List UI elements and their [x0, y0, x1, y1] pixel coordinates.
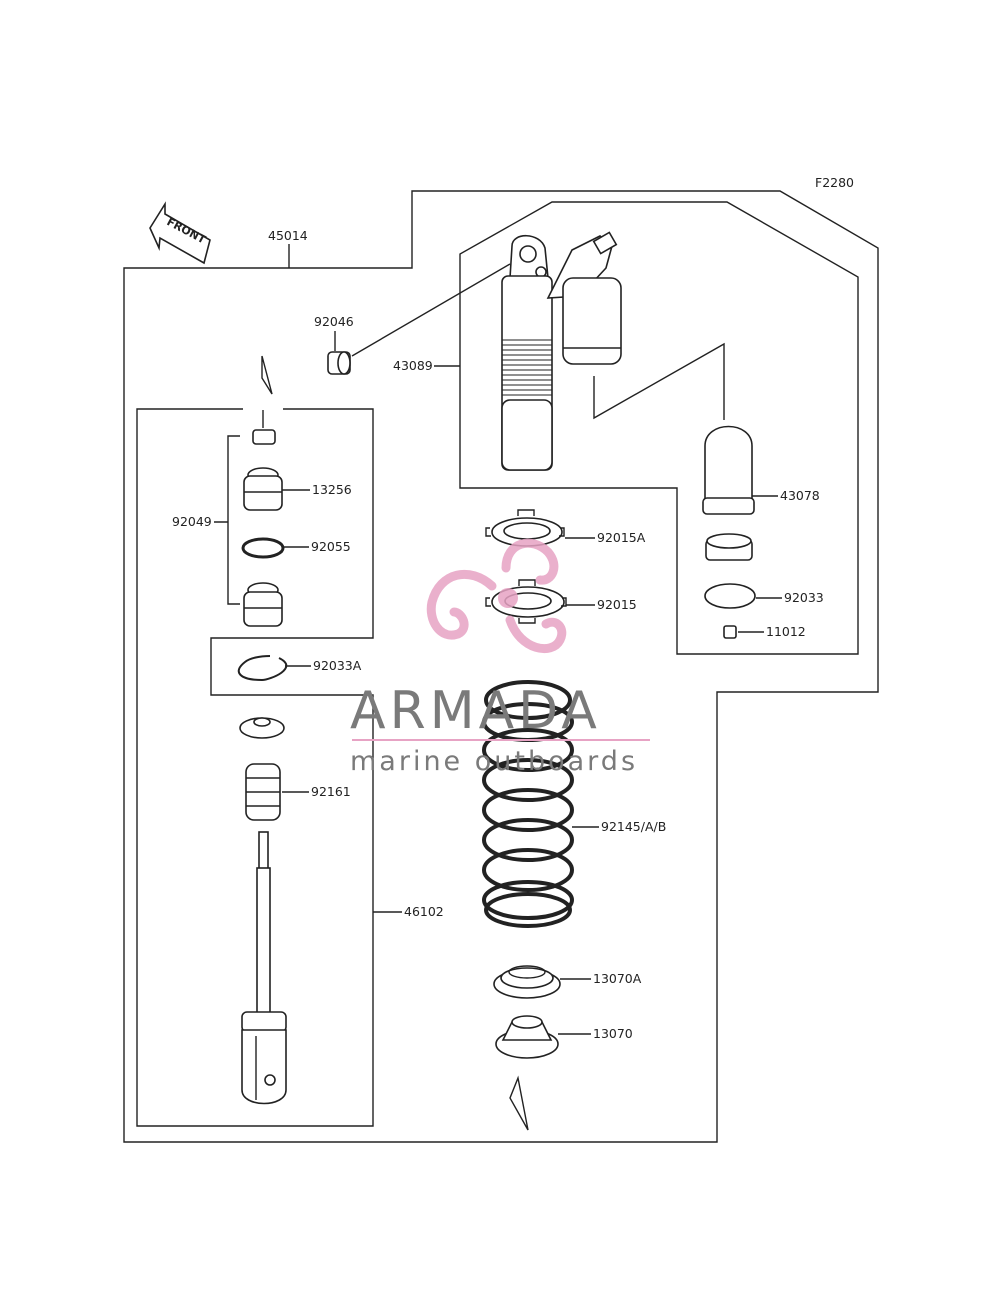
bump-stopper-13256 [243, 467, 283, 511]
figure-code: F2280 [815, 175, 854, 190]
spring-seat-13070A [493, 965, 561, 999]
o-ring-92055 [241, 537, 285, 559]
label-46102: 46102 [404, 904, 444, 919]
armada-logo-icon [426, 538, 567, 654]
bump-rubber-92161 [245, 763, 281, 821]
label-92161: 92161 [311, 784, 351, 799]
locknut [252, 429, 276, 445]
label-45014: 45014 [268, 228, 308, 243]
ring-92033 [704, 583, 756, 609]
assembly-outline-45014 [123, 190, 879, 1143]
label-13256: 13256 [312, 482, 352, 497]
reservoir-cap-43078 [702, 425, 755, 515]
seal-holder [243, 582, 283, 627]
watermark-brand: ARMADA [350, 681, 601, 741]
cap-nut [705, 533, 753, 561]
spring-seat-13070 [495, 1015, 559, 1059]
label-13070: 13070 [593, 1026, 633, 1041]
label-92033A: 92033A [313, 658, 362, 673]
coil-spring-92145 [482, 680, 574, 928]
label-92046: 92046 [314, 314, 354, 329]
label-92033: 92033 [784, 590, 824, 605]
assembly-outline-43089 [459, 201, 859, 655]
label-92055: 92055 [311, 539, 351, 554]
label-13070A: 13070A [593, 971, 642, 986]
watermark-tagline: marine outboards [350, 746, 638, 777]
assembly-outline-46102 [136, 408, 374, 1127]
label-92049: 92049 [172, 514, 212, 529]
shock-body-43089 [501, 231, 622, 471]
washer [239, 717, 285, 739]
piston-rod-46102 [241, 831, 287, 1105]
adjuster-nut-92015 [485, 579, 567, 624]
label-92015A: 92015A [597, 530, 646, 545]
label-43078: 43078 [780, 488, 820, 503]
front-arrow-icon: FRONT [149, 201, 211, 265]
label-43089: 43089 [393, 358, 433, 373]
label-92015: 92015 [597, 597, 637, 612]
label-11012: 11012 [766, 624, 806, 639]
label-92145: 92145/A/B [601, 819, 666, 834]
bushing-92046 [327, 351, 351, 375]
valve-11012 [723, 625, 737, 639]
